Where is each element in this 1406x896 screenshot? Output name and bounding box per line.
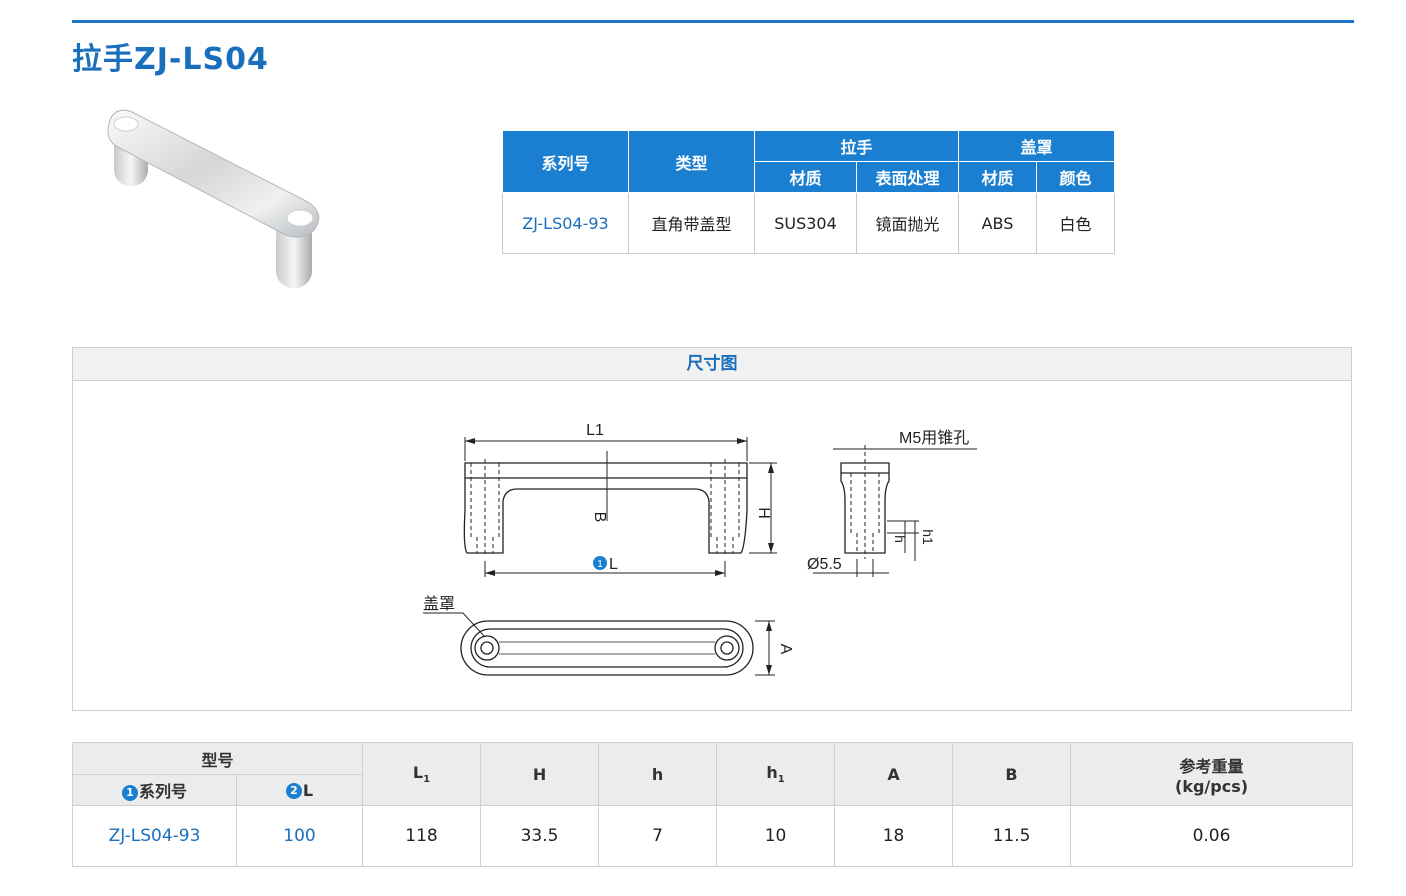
header-type: 类型 [628, 130, 755, 193]
size-L-value: 100 [235, 805, 364, 867]
dimension-panel: 尺寸图 [72, 347, 1352, 711]
cell-type: 直角带盖型 [628, 192, 755, 254]
header-series: 系列号 [502, 130, 629, 193]
label-L1: L1 [586, 422, 604, 439]
header-weight: 参考重量(kg/pcs) [1070, 742, 1354, 806]
dimension-drawing: L1 H B 1 L M5用锥孔 h h1 Ø5.5 盖罩 A [423, 422, 977, 676]
label-A: A [777, 644, 794, 655]
size-B-value: 11.5 [952, 805, 1072, 867]
label-L-circle-num: 1 [597, 559, 603, 570]
cell-cover-material: ABS [958, 192, 1038, 254]
series-link[interactable]: ZJ-LS04-93 [502, 192, 629, 254]
header-L1: L1 [362, 742, 482, 806]
header-H: H [480, 742, 600, 806]
size-H-value: 33.5 [480, 805, 600, 867]
label-cover: 盖罩 [423, 595, 455, 613]
size-A-value: 18 [834, 805, 954, 867]
cell-handle-material: SUS304 [754, 192, 857, 254]
circle-num-1: 1 [121, 784, 138, 801]
circle-num-2: 2 [285, 783, 302, 799]
header-B: B [952, 742, 1072, 806]
table-row: ZJ-LS04-93 100 118 33.5 7 10 18 11.5 0.0… [72, 805, 1354, 867]
label-diameter: Ø5.5 [807, 556, 842, 573]
top-rule [72, 20, 1354, 23]
header-model: 型号 [71, 742, 364, 775]
header-cover-material: 材质 [958, 161, 1038, 193]
label-M5: M5用锥孔 [899, 429, 969, 447]
label-L: L [609, 556, 618, 573]
cell-cover-color: 白色 [1036, 192, 1116, 254]
size-weight-value: 0.06 [1070, 805, 1354, 867]
header-A: A [834, 742, 954, 806]
header-cover-color: 颜色 [1036, 161, 1116, 193]
page-title: 拉手ZJ-LS04 [72, 42, 269, 77]
size-series-link[interactable]: ZJ-LS04-93 [72, 805, 237, 867]
header-h: h [598, 742, 718, 806]
cell-handle-finish: 镜面抛光 [855, 192, 960, 254]
header-handle-finish: 表面处理 [855, 161, 960, 193]
size-h-value: 7 [598, 805, 718, 867]
header-cover: 盖罩 [958, 130, 1116, 162]
table-row: ZJ-LS04-93 直角带盖型 SUS304 镜面抛光 ABS 白色 [502, 192, 1116, 254]
label-H: H [755, 507, 772, 519]
product-image [107, 109, 320, 288]
label-h1: h1 [920, 529, 936, 545]
size-L1-value: 118 [362, 805, 482, 867]
header-handle-material: 材质 [754, 161, 857, 193]
header-handle: 拉手 [753, 130, 960, 162]
header-h1: h1 [716, 742, 836, 806]
spec-table: 系列号 类型 拉手 盖罩 材质 表面处理 材质 颜色 ZJ-LS04-93 直角… [502, 130, 1116, 254]
size-h1-value: 10 [716, 805, 836, 867]
dimension-title: 尺寸图 [73, 348, 1351, 381]
label-h: h [892, 535, 908, 543]
label-B: B [591, 512, 608, 523]
